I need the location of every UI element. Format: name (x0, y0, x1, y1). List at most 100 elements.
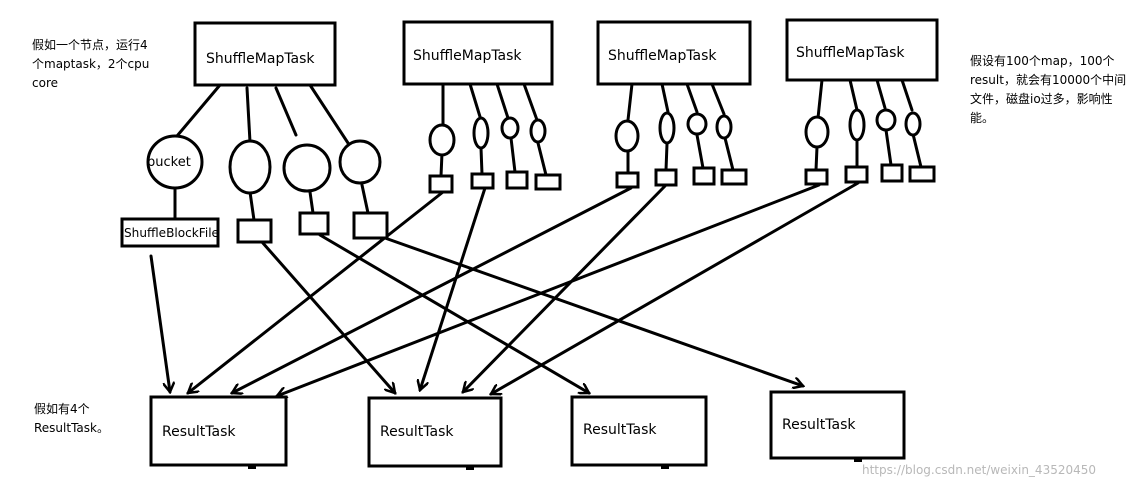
map-task-box (785, 18, 939, 82)
bucket-circle (848, 108, 866, 142)
bucket-to-file-line (911, 132, 923, 169)
result-task-tick (248, 466, 256, 469)
shuffle-arrow (463, 184, 667, 392)
result-task-box (570, 395, 708, 467)
shuffle-block-file-box (236, 218, 273, 244)
bucket-circle (804, 115, 830, 149)
map-to-bucket-line (245, 86, 252, 144)
result-task-label: ResultTask (782, 417, 856, 433)
map-task-label: ShuffleMapTask (206, 51, 315, 67)
result-task-tick (661, 466, 669, 469)
bucket-circle (614, 119, 640, 153)
bucket-circle (500, 116, 520, 140)
result-task-tick (854, 459, 862, 462)
connector-lines (149, 78, 923, 396)
shuffle-block-file-box (505, 170, 529, 190)
shuffle-block-file-box (470, 172, 495, 190)
shuffle-block-file-box (428, 174, 454, 194)
bucket-to-file-line (360, 183, 370, 215)
result-task-label: ResultTask (583, 422, 657, 438)
map-to-bucket-line (875, 78, 887, 110)
files-note: 假设有100个map，100个 result，就会有10000个中间 文件，磁盘… (970, 54, 1127, 125)
bucket-to-file-line (664, 142, 669, 172)
map-to-bucket-line (710, 82, 726, 116)
shuffle-block-file-box (804, 168, 829, 186)
shuffle-arrow (383, 236, 803, 386)
shuffle-arrow (318, 233, 589, 395)
shuffle-block-file-box (298, 211, 330, 236)
map-to-bucket-line (626, 82, 634, 122)
result-task-label: ResultTask (380, 424, 454, 440)
result-task-label: ResultTask (162, 424, 236, 440)
shuffle-block-file-box (844, 165, 869, 184)
map-task-label: ShuffleMapTask (413, 48, 522, 64)
map-to-bucket-line (660, 82, 670, 114)
labels: ShuffleMapTask ShuffleMapTask ShuffleMap… (124, 45, 905, 440)
map-task-box (596, 20, 752, 86)
bucket-to-file-line (723, 136, 735, 172)
shuffle-block-file-box (692, 166, 716, 186)
shuffle-block-file-box (120, 217, 220, 248)
bucket-label: bucket (147, 155, 191, 170)
bucket-circle (338, 139, 382, 185)
map-to-bucket-line (175, 83, 222, 138)
map-to-bucket-line (685, 82, 699, 114)
shuffle-block-file-box (720, 168, 748, 186)
bucket-circle (228, 139, 272, 195)
map-task-label: ShuffleMapTask (796, 45, 905, 61)
shuffle-arrow (232, 186, 633, 393)
result-task-box (367, 396, 503, 468)
shuffle-arrow (149, 254, 170, 392)
bucket-circle (472, 116, 490, 150)
result-task-box (149, 395, 288, 467)
shuffle-block-file-box (615, 171, 640, 189)
bucket-circle (529, 118, 547, 144)
shuffle-block-file-box (880, 163, 904, 183)
bucket-to-file-line (695, 133, 705, 170)
bucket-circle (428, 123, 456, 157)
bucket-circle (146, 134, 204, 190)
bucket-to-file-line (884, 128, 893, 167)
bucket-to-file-line (439, 151, 444, 178)
shuffle-block-file-label: ShuffleBlockFile (124, 226, 219, 240)
map-to-bucket-line (274, 86, 298, 137)
bucket-circle (658, 111, 676, 145)
bucket-circle (904, 111, 922, 137)
bucket-to-file-line (248, 190, 256, 222)
shuffle-arrow (491, 181, 860, 396)
shuffle-arrow (188, 190, 445, 393)
node-note: 假如一个节点，运行4 个maptask，2个cpu core (32, 38, 150, 90)
map-task-box (193, 21, 337, 87)
bucket-circle (715, 114, 733, 140)
shuffle-block-file-box (908, 165, 936, 183)
map-to-bucket-line (468, 82, 483, 122)
shuffle-block-file-box (352, 211, 389, 240)
bucket-to-file-line (536, 141, 548, 177)
bucket-to-file-line (509, 136, 517, 174)
shuffle-arrow (420, 186, 487, 390)
shapes (120, 18, 939, 470)
bucket-circle (875, 108, 897, 132)
bucket-to-file-line (308, 190, 315, 215)
map-to-bucket-line (900, 78, 914, 112)
shuffle-arrow (260, 240, 395, 393)
map-to-bucket-line (495, 82, 510, 120)
bucket-to-file-line (479, 146, 484, 176)
map-task-box (402, 20, 554, 86)
map-task-label: ShuffleMapTask (608, 48, 717, 64)
map-to-bucket-line (308, 83, 350, 145)
map-to-bucket-line (816, 78, 824, 120)
map-to-bucket-line (848, 78, 859, 112)
map-to-bucket-line (522, 82, 539, 122)
shuffle-block-file-box (534, 173, 562, 191)
shuffle-block-file-box (654, 168, 678, 187)
bucket-circle (686, 112, 708, 136)
result-task-tick (466, 467, 474, 470)
bucket-to-file-line (814, 145, 819, 172)
result-task-box (769, 390, 906, 460)
result-note: 假如有4个 ResultTask。 (34, 402, 109, 435)
watermark: https://blog.csdn.net/weixin_43520450 (862, 463, 1097, 477)
bucket-circle (282, 143, 332, 193)
